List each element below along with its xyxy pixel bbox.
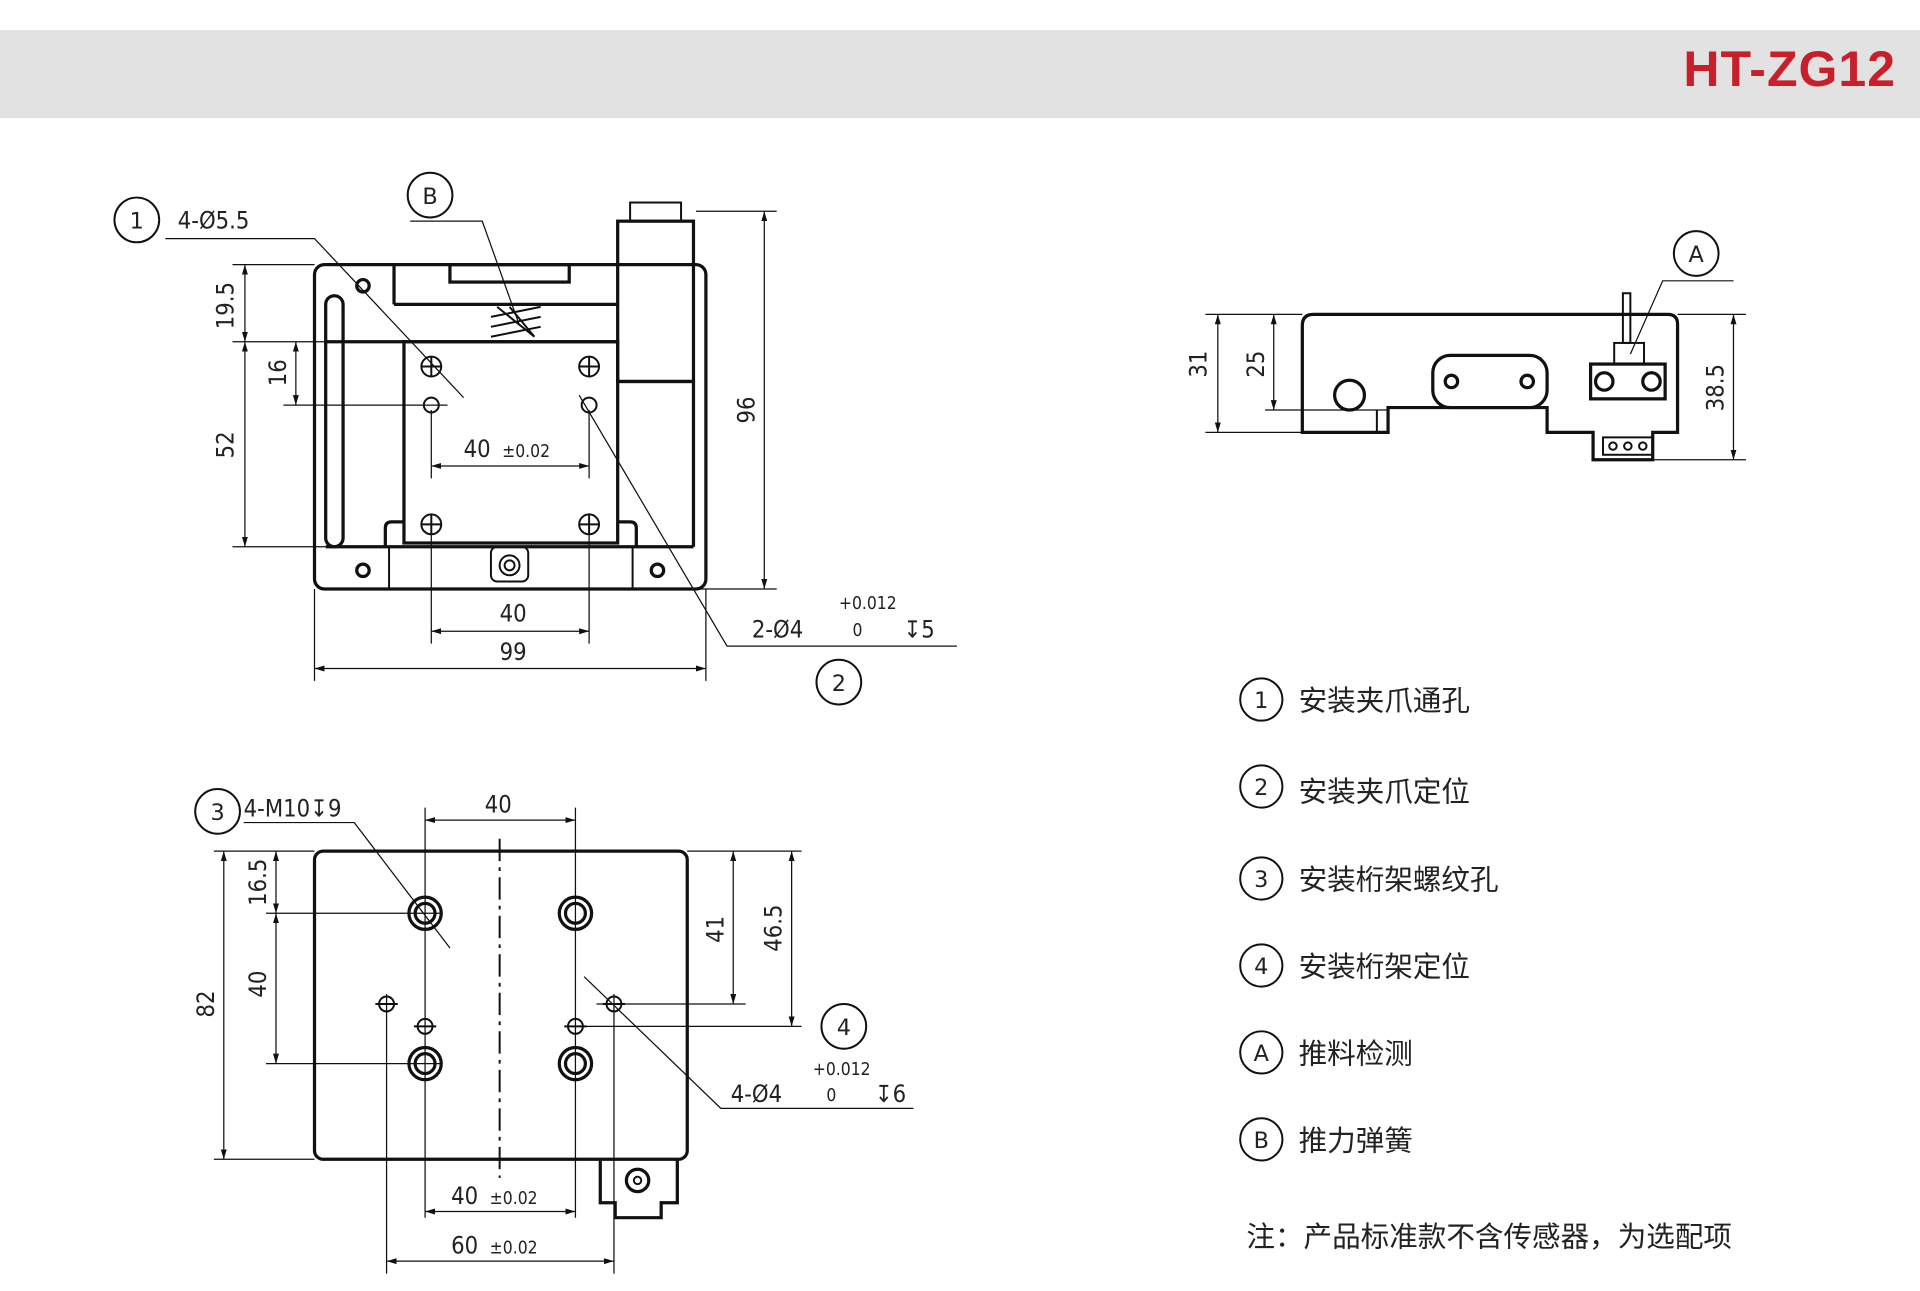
callout-3-spec: 4-M10↧9 [244, 794, 342, 822]
dim-40-top: 40 [485, 791, 512, 819]
callout-4-tol-upper: +0.012 [813, 1060, 871, 1080]
callout-a-circle [1672, 230, 1720, 277]
legend-item: A 推料检测 [1239, 1030, 1413, 1075]
dim-41: 41 [701, 916, 729, 943]
model-title: HT-ZG12 [1683, 41, 1896, 97]
dim-40-bottom: 40 [451, 1182, 478, 1210]
header-bar: HT-ZG12 [0, 30, 1920, 118]
callout-4: 4 [837, 1015, 851, 1041]
legend: 1 安装夹爪通孔 2 安装夹爪定位 3 安装桁架螺纹孔 4 安装桁架定位 A 推… [1239, 677, 1732, 1253]
legend-mark: B [1254, 1128, 1269, 1154]
legend-label: 安装夹爪通孔 [1299, 684, 1470, 718]
dim-96: 96 [732, 397, 760, 424]
callout-4-depth: ↧6 [875, 1080, 906, 1108]
legend-mark: 2 [1254, 775, 1268, 801]
legend-mark: A [1254, 1041, 1270, 1067]
callout-2-tol-lower: 0 [853, 621, 863, 641]
legend-mark: 3 [1254, 867, 1268, 893]
callout-2-tol-upper: +0.012 [839, 594, 897, 614]
dim-40-tol-value: ±0.02 [502, 442, 550, 462]
dim-99: 99 [500, 638, 527, 666]
legend-item: 2 安装夹爪定位 [1239, 764, 1470, 809]
callout-2: 2 [832, 671, 846, 697]
callout-4-tol-lower: 0 [826, 1086, 836, 1106]
dim-52: 52 [212, 431, 240, 458]
callout-2-spec: 2-Ø4 [752, 615, 803, 643]
legend-item: 4 安装桁架定位 [1239, 943, 1470, 988]
callout-4-circle [820, 1002, 868, 1050]
dim-40: 40 [500, 599, 527, 627]
side-view: 31 25 38.5 A [1185, 230, 1746, 462]
callout-1: 1 [130, 209, 144, 235]
callout-1-circle [113, 196, 161, 244]
dim-40-tol: 40 [464, 435, 491, 463]
callout-b: B [422, 184, 437, 210]
dim-31: 31 [1185, 351, 1213, 378]
legend-label: 安装夹爪定位 [1299, 774, 1470, 808]
callout-2-circle [815, 658, 863, 706]
callout-3-circle [194, 788, 241, 835]
dim-16: 16 [264, 359, 292, 386]
legend-mark: 1 [1254, 688, 1268, 714]
legend-item: 1 安装夹爪通孔 [1239, 677, 1470, 722]
callout-3: 3 [210, 800, 224, 826]
legend-note: 注：产品标准款不含传感器，为选配项 [1246, 1219, 1732, 1253]
dim-60-tol: ±0.02 [490, 1239, 538, 1259]
dim-38-5: 38.5 [1702, 364, 1730, 411]
callout-4-spec: 4-Ø4 [731, 1080, 782, 1108]
legend-label: 推料检测 [1299, 1037, 1413, 1071]
spring-icon [490, 305, 541, 338]
legend-label: 安装桁架定位 [1299, 950, 1470, 984]
legend-label: 安装桁架螺纹孔 [1299, 863, 1499, 897]
dim-60: 60 [451, 1232, 478, 1260]
callout-2-depth: ↧5 [903, 615, 934, 643]
top-view: 19.5 52 16 96 40 ±0.02 40 99 1 4-Ø5.5 B … [113, 171, 957, 706]
dim-25: 25 [1242, 351, 1270, 378]
dim-16-5: 16.5 [244, 859, 272, 906]
legend-mark: 4 [1254, 954, 1268, 980]
callout-a: A [1689, 242, 1705, 268]
dim-46-5: 46.5 [760, 905, 788, 952]
dim-19-5: 19.5 [212, 282, 240, 329]
legend-item: 3 安装桁架螺纹孔 [1239, 856, 1499, 901]
bottom-view: 82 16.5 40 41 46.5 40 40 ±0.02 60 ±0.02 … [192, 788, 914, 1274]
legend-item: B 推力弹簧 [1239, 1117, 1413, 1162]
dim-82: 82 [192, 990, 220, 1017]
callout-b-circle [406, 171, 454, 219]
dim-40-left: 40 [244, 971, 272, 998]
callout-1-spec: 4-Ø5.5 [178, 207, 250, 235]
dim-40-bottom-tol: ±0.02 [490, 1189, 538, 1209]
legend-label: 推力弹簧 [1299, 1124, 1413, 1158]
